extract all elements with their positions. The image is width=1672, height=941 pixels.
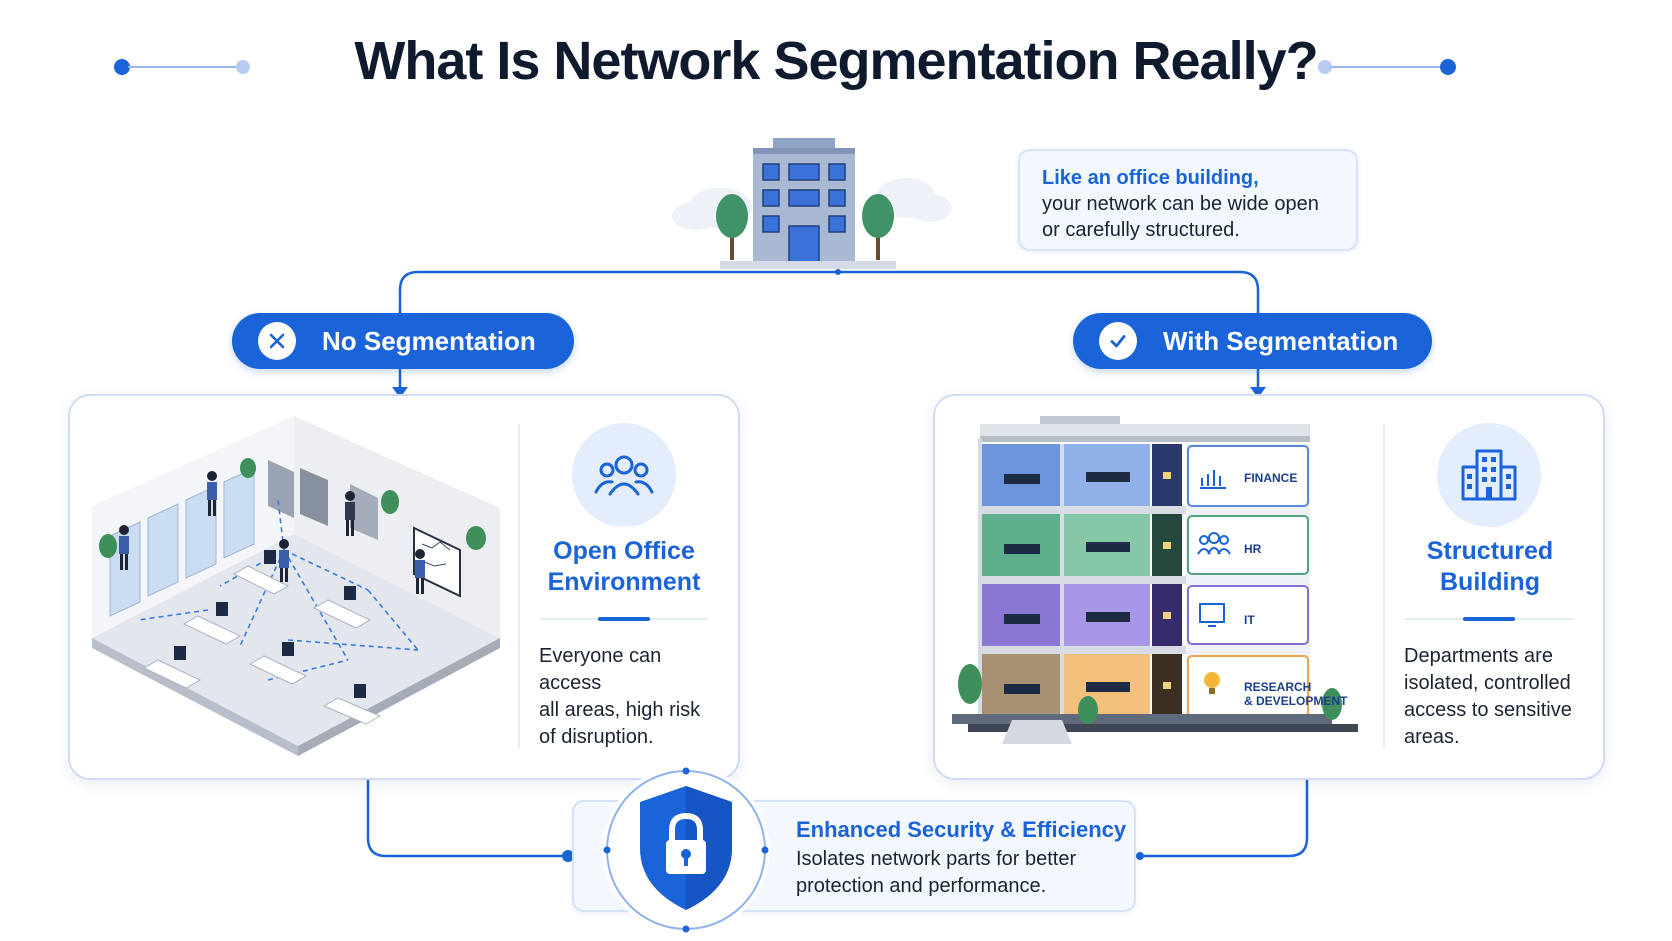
title-deco-line-left [128,66,240,68]
title-deco-dot-left [114,59,130,75]
enhanced-security-title: Enhanced Security & Efficiency [796,817,1127,842]
connector-bottom-left [366,780,566,858]
title-deco-line-right [1330,66,1442,68]
no-segmentation-label: No Segmentation [322,325,536,356]
structured-desc-line-4: areas. [1404,726,1460,748]
callout-highlight: Like an office building, [1042,167,1259,189]
open-office-title-line-1: Open Office [553,537,695,565]
open-office-desc-line-3: of disruption. [539,726,654,748]
title-deco-dot-right-light [1318,60,1332,74]
connector-dot-bottom-left [562,850,574,862]
office-building-illustration [672,138,952,269]
right-panel-rule-accent [1463,617,1515,621]
structured-desc-line-1: Departments are [1404,645,1553,667]
with-segmentation-label: With Segmentation [1163,325,1399,356]
connector-dot-top [835,269,841,275]
dept-label-it: IT [1244,613,1255,627]
callout-line-2: or carefully structured. [1042,219,1240,241]
callout-box: Like an office building, your network ca… [1018,149,1358,251]
enhanced-security-description: Isolates network parts for better protec… [796,846,1126,900]
dept-label-research: RESEARCH [1244,680,1312,694]
shield-lock-icon [602,766,770,934]
people-icon [572,423,676,527]
callout-line-1: your network can be wide open [1042,193,1319,215]
x-icon [258,322,296,360]
left-panel-divider [518,424,520,748]
open-office-desc-line-1: Everyone can access [539,645,662,694]
dept-label-development: & DEVELOPMENT [1244,694,1348,708]
enhanced-security-line-2: protection and performance. [796,875,1047,897]
connector-dot-bottom-right [1136,852,1144,860]
building-icon [1437,423,1541,527]
open-office-title-line-2: Environment [547,568,701,596]
open-office-title: Open Office Environment [526,536,722,598]
dept-label-hr: HR [1244,542,1262,556]
structured-desc-line-2: isolated, controlled [1404,672,1571,694]
title-deco-dot-left-light [236,60,250,74]
structured-building-description: Departments are isolated, controlled acc… [1404,643,1600,751]
connector-bottom-right [1142,780,1309,858]
arrow-down-left [392,387,408,398]
open-office-description: Everyone can access all areas, high risk… [539,643,729,751]
structured-building-title: Structured Building [1390,536,1590,598]
left-panel-rule-accent [598,617,650,621]
segmented-building-illustration [952,416,1358,744]
structured-building-title-line-1: Structured [1426,537,1554,565]
connector-top-right [838,270,1260,313]
with-segmentation-pill: With Segmentation [1073,313,1432,369]
page-title: What Is Network Segmentation Really? [354,31,1318,91]
structured-desc-line-3: access to sensitive [1404,699,1572,721]
open-office-desc-line-2: all areas, high risk [539,699,701,721]
no-segmentation-pill: No Segmentation [232,313,574,369]
check-icon [1099,322,1137,360]
title-deco-dot-right [1440,59,1456,75]
connector-top-left [398,270,838,313]
structured-building-title-line-2: Building [1440,568,1540,596]
right-panel-divider [1383,424,1385,748]
open-office-illustration [92,416,500,756]
dept-label-finance: FINANCE [1244,471,1298,485]
enhanced-security-line-1: Isolates network parts for better [796,848,1077,870]
arrow-down-right [1250,387,1266,398]
